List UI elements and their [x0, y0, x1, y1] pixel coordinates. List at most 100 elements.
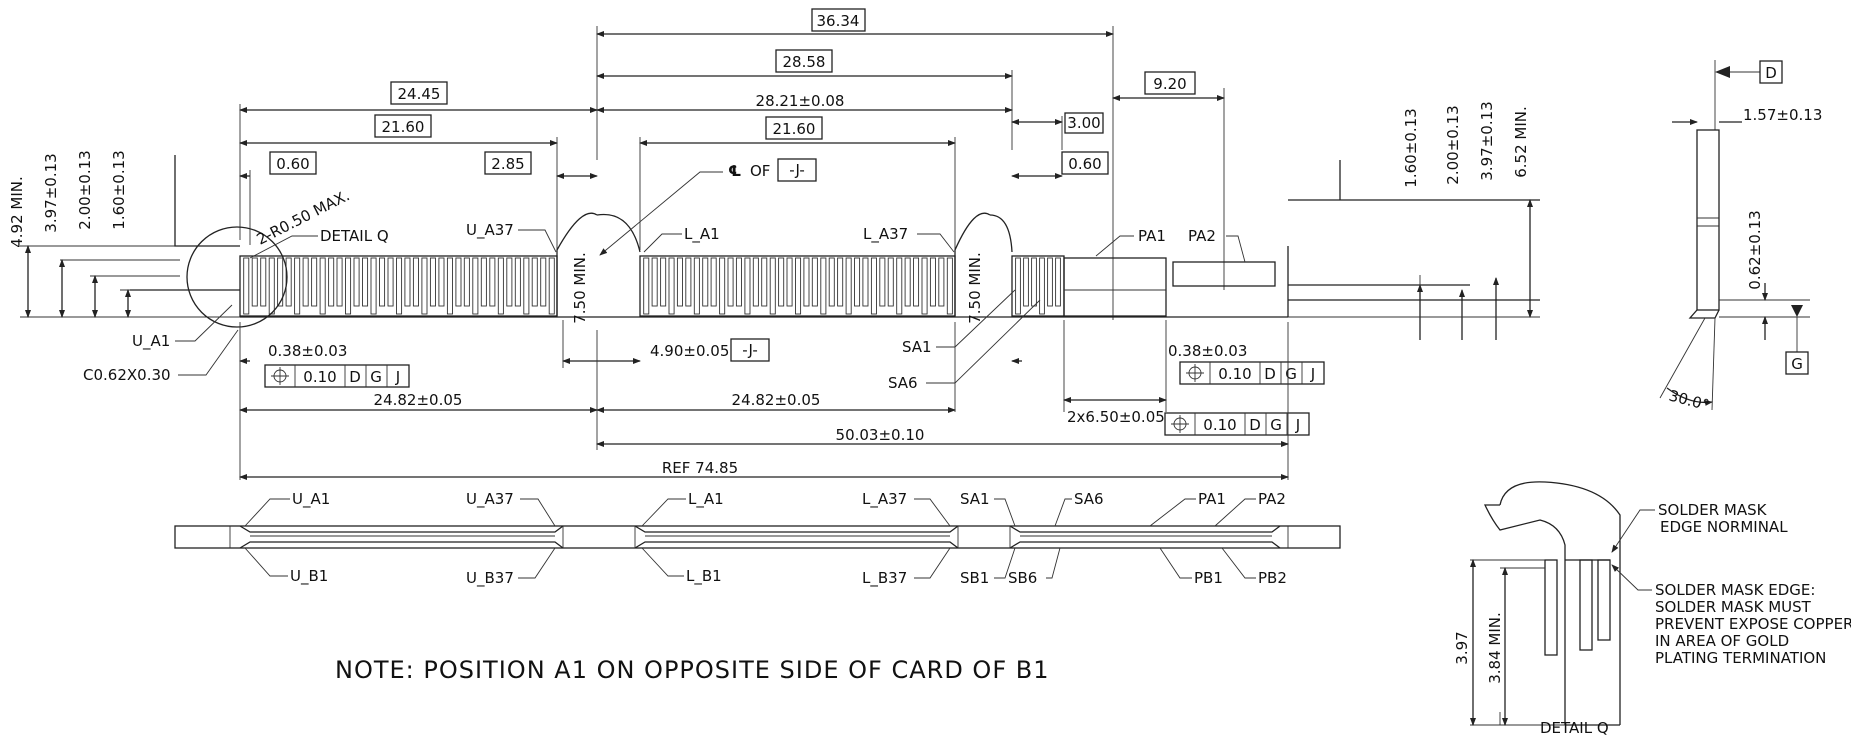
finger-pin: [319, 257, 326, 315]
finger-pin: [277, 257, 284, 307]
bottom-dimensions: 0.38±0.03 0.10 D G J 4.90±0.05 -J- 24.82…: [239, 320, 1325, 480]
finger-pin: [336, 257, 343, 307]
finger-pin: [795, 257, 802, 315]
l-a37-label: L_A37: [863, 225, 908, 244]
fcf-right2-tol: 0.10: [1203, 416, 1236, 434]
datum-j-box-top: -J-: [789, 161, 805, 179]
fcf-left-d: D: [349, 368, 361, 386]
edge-l-a37: L_A37: [862, 490, 907, 509]
dim-0-38-right: 0.38±0.03: [1168, 342, 1247, 360]
finger-pin: [523, 257, 530, 315]
dim-36-34: 36.34: [817, 12, 860, 30]
finger-pin: [362, 257, 369, 307]
fcf-right-1: 0.10 D G J: [1179, 361, 1325, 385]
finger-pin: [913, 257, 920, 307]
finger-pin: [446, 257, 453, 315]
pins-right-group: [1015, 257, 1061, 315]
dim-1-60-left: 1.60±0.13: [110, 150, 128, 229]
u-a37-label: U_A37: [466, 221, 514, 240]
finger-pin: [887, 257, 894, 307]
finger-pin: [387, 257, 394, 307]
dim-4-90: 4.90±0.05: [650, 342, 729, 360]
dim-7-50-left: 7.50 MIN.: [571, 252, 589, 324]
finger-pin: [421, 257, 428, 315]
edge-view: U_A1 U_A37 L_A1 L_A37 SA1 SA6 PA1 PA2 U_…: [174, 490, 1341, 588]
edge-u-a1: U_A1: [292, 490, 330, 509]
card-top-view: [130, 155, 1540, 328]
finger-pin: [489, 257, 496, 307]
fcf-left-tol: 0.10: [303, 368, 336, 386]
dim-0-60-right: 0.60: [1068, 155, 1101, 173]
finger-pin: [404, 257, 411, 307]
finger-pin: [803, 257, 810, 307]
finger-pin: [786, 257, 793, 307]
finger-pin: [472, 257, 479, 315]
edge-l-a1: L_A1: [688, 490, 724, 509]
dim-1-60-right: 1.60±0.13: [1402, 108, 1420, 187]
finger-pin: [744, 257, 751, 315]
finger-pin: [497, 257, 504, 315]
dim-2-00-left: 2.00±0.13: [76, 150, 94, 229]
dim-0-62: 0.62±0.13: [1746, 210, 1764, 289]
finger-pin: [506, 257, 513, 307]
finger-pin: [548, 257, 555, 315]
finger-pin: [311, 257, 318, 307]
finger-pin: [345, 257, 352, 315]
finger-pin: [727, 257, 734, 307]
solder-note-7: PLATING TERMINATION: [1655, 649, 1826, 667]
finger-pin: [1023, 257, 1029, 307]
finger-pin: [811, 257, 818, 307]
finger-pin: [862, 257, 869, 307]
finger-pin: [651, 257, 658, 307]
fcf-right2-j: J: [1295, 416, 1300, 434]
dim-28-21: 28.21±0.08: [756, 92, 845, 110]
cl-of-label: OF: [750, 162, 770, 180]
dim-1-57: 1.57±0.13: [1743, 106, 1822, 124]
finger-pin: [643, 257, 650, 315]
dim-9-20: 9.20: [1153, 75, 1186, 93]
solder-note-4: SOLDER MASK MUST: [1655, 598, 1812, 616]
finger-pin: [735, 257, 742, 307]
finger-pin: [896, 257, 903, 315]
finger-pin: [540, 257, 547, 307]
fcf-right1-g: G: [1285, 365, 1297, 383]
detail-q-circle: [186, 226, 288, 328]
finger-pin: [668, 257, 675, 315]
edge-sb6: SB6: [1008, 569, 1037, 587]
finger-pin: [455, 257, 462, 307]
finger-pin: [702, 257, 709, 307]
finger-pin: [879, 257, 886, 307]
solder-note-3: SOLDER MASK EDGE:: [1655, 581, 1815, 599]
top-dimensions: 36.34 28.58 28.21±0.08 24.45 21.60 21.60…: [239, 8, 1225, 320]
finger-pin: [769, 257, 776, 315]
sa1-label: SA1: [902, 338, 932, 356]
detail-q-view: 3.97 3.84 MIN. DETAIL Q SOLDER MASK EDGE…: [1453, 481, 1851, 737]
datum-g: G: [1791, 355, 1803, 373]
dim-28-58: 28.58: [783, 53, 826, 71]
finger-pin: [243, 257, 250, 315]
finger-pin: [660, 257, 667, 307]
dim-2-85: 2.85: [491, 155, 524, 173]
fcf-left-j: J: [395, 368, 400, 386]
solder-note-1: SOLDER MASK: [1658, 501, 1768, 519]
dim-21-60-right: 21.60: [773, 120, 816, 138]
dim-7-50-right: 7.50 MIN.: [966, 252, 984, 324]
finger-pin: [396, 257, 403, 315]
finger-pin: [1055, 257, 1061, 307]
finger-pin: [845, 257, 852, 315]
finger-pin: [353, 257, 360, 307]
finger-pin: [710, 257, 717, 307]
finger-pin: [752, 257, 759, 307]
dim-30-deg: 30.0°: [1667, 386, 1711, 414]
detail-dim-3-97: 3.97: [1453, 631, 1471, 664]
edge-sa1: SA1: [960, 490, 990, 508]
finger-pin: [837, 257, 844, 307]
finger-pin: [676, 257, 683, 307]
dim-0-60-left: 0.60: [276, 155, 309, 173]
fcf-right2-d: D: [1249, 416, 1261, 434]
dim-24-45: 24.45: [398, 85, 441, 103]
finger-pin: [260, 257, 267, 307]
finger-pin: [904, 257, 911, 307]
finger-pin: [251, 257, 258, 307]
